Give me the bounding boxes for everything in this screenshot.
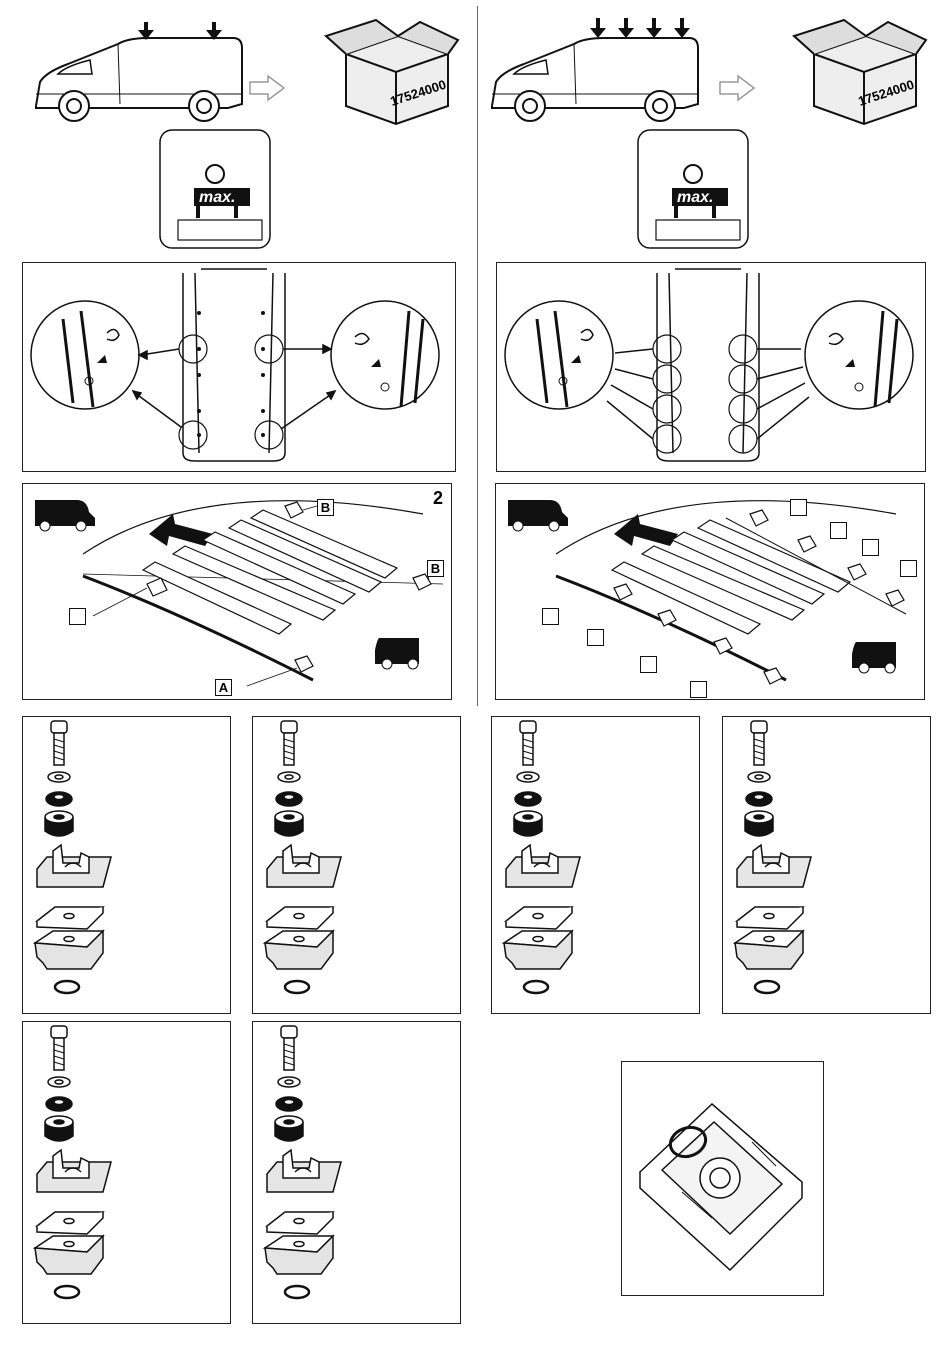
- mount-diagram-right: [495, 483, 925, 700]
- point-label-a: A: [215, 679, 232, 696]
- max-label: max.: [199, 189, 235, 206]
- lock-washer-icon: [48, 1077, 70, 1087]
- point-label-blank: [69, 608, 86, 625]
- base-block-icon: [35, 931, 103, 969]
- lock-washer-icon: [517, 772, 539, 782]
- rubber-spacer-icon: [275, 1116, 303, 1141]
- flat-washer-icon: [746, 792, 772, 806]
- mount-diagram-left: 2 B B A: [22, 483, 452, 700]
- rubber-pad-icon: [267, 907, 333, 929]
- point-label-r6: [587, 629, 604, 646]
- o-ring-icon: [55, 1286, 79, 1298]
- van-side-icon: [36, 38, 242, 121]
- bolt-icon: [751, 721, 767, 765]
- flat-washer-icon: [515, 792, 541, 806]
- page-divider: [477, 6, 478, 706]
- lock-washer-icon: [748, 772, 770, 782]
- bolt-icon: [51, 721, 67, 765]
- rubber-spacer-icon: [45, 1116, 73, 1141]
- point-label-r5: [542, 608, 559, 625]
- o-ring-icon: [55, 981, 79, 993]
- o-ring-icon: [755, 981, 779, 993]
- highlight-circles: [653, 335, 757, 453]
- max-label: max.: [677, 189, 713, 206]
- foot-bracket-icon: [37, 845, 111, 887]
- point-label-r3: [862, 539, 879, 556]
- o-ring-icon: [285, 981, 309, 993]
- foot-bracket-icon: [267, 1150, 341, 1192]
- step-number: 2: [433, 488, 443, 509]
- point-label-b-1: B: [317, 499, 334, 516]
- rubber-spacer-icon: [275, 811, 303, 836]
- direction-arrow-icon: [614, 514, 678, 546]
- van-silhouette-icon: [35, 500, 95, 531]
- van-silhouette-icon: [375, 638, 419, 669]
- detail-magnifier-right: [331, 301, 439, 409]
- load-arrow-icon: [590, 18, 690, 38]
- lock-washer-icon: [48, 772, 70, 782]
- van-load-overview-right: 17524000 max.: [484, 14, 940, 254]
- bolt-icon: [281, 1026, 297, 1070]
- point-label-b-2: B: [427, 560, 444, 577]
- lock-washer-icon: [278, 1077, 300, 1087]
- point-label-r1: [790, 499, 807, 516]
- outline-arrow-icon: [250, 76, 284, 100]
- van-silhouette-icon: [852, 642, 896, 673]
- bolt-icon: [281, 721, 297, 765]
- roof-top-view-right: [496, 262, 926, 472]
- parts-kit-6: [252, 1021, 461, 1324]
- rubber-spacer-icon: [45, 811, 73, 836]
- o-ring-icon: [285, 1286, 309, 1298]
- foot-bracket-icon: [267, 845, 341, 887]
- parts-kit-4: [722, 716, 931, 1014]
- detail-magnifier-right: [805, 301, 913, 409]
- flat-washer-icon: [276, 792, 302, 806]
- parts-kit-5: [22, 1021, 231, 1324]
- van-side-icon: [492, 38, 698, 121]
- bolt-icon: [51, 1026, 67, 1070]
- lock-washer-icon: [278, 772, 300, 782]
- foot-pad-icon: [640, 1104, 802, 1270]
- outline-arrow-icon: [720, 76, 754, 100]
- highlight-circles: [179, 335, 283, 449]
- roof-top-view-left: [22, 262, 456, 472]
- rubber-pad-icon: [37, 1212, 103, 1234]
- pointer-arrows: [133, 345, 335, 429]
- pointer-arrows: [607, 349, 809, 439]
- parts-kit-1: [22, 716, 231, 1014]
- base-block-icon: [35, 1236, 103, 1274]
- mount-points: [197, 311, 265, 437]
- rubber-pad-icon: [267, 1212, 333, 1234]
- foot-bracket-icon: [737, 845, 811, 887]
- rubber-spacer-icon: [745, 811, 773, 836]
- flat-washer-icon: [46, 1097, 72, 1111]
- detail-magnifier-left: [505, 301, 613, 409]
- base-block-icon: [735, 931, 803, 969]
- bolt-icon: [520, 721, 536, 765]
- o-ring-icon: [524, 981, 548, 993]
- roof-outline: [183, 269, 285, 461]
- flat-washer-icon: [46, 792, 72, 806]
- foot-pad-detail: [621, 1061, 824, 1296]
- detail-magnifier-left: [31, 301, 139, 409]
- rubber-pad-icon: [37, 907, 103, 929]
- foot-bracket-icon: [506, 845, 580, 887]
- point-label-r8: [690, 681, 707, 698]
- parts-kit-2: [252, 716, 461, 1014]
- base-block-icon: [265, 931, 333, 969]
- flat-washer-icon: [276, 1097, 302, 1111]
- van-silhouette-icon: [508, 500, 568, 531]
- rubber-pad-icon: [506, 907, 572, 929]
- van-load-overview-left: 17524000 max.: [28, 14, 468, 254]
- rubber-spacer-icon: [514, 811, 542, 836]
- rubber-pad-icon: [737, 907, 803, 929]
- base-block-icon: [265, 1236, 333, 1274]
- base-block-icon: [504, 931, 572, 969]
- point-label-r2: [830, 522, 847, 539]
- point-label-r7: [640, 656, 657, 673]
- point-label-r4: [900, 560, 917, 577]
- foot-bracket-icon: [37, 1150, 111, 1192]
- parts-kit-3: [491, 716, 700, 1014]
